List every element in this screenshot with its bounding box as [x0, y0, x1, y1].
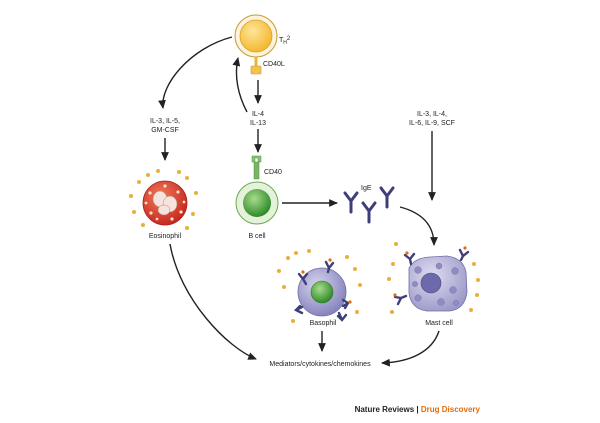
eosinophil-cell	[142, 180, 188, 226]
b-cell-cytokines-line1: IL-4	[252, 111, 264, 118]
mast-cell-cytokines-line2: IL-6, IL-9, SCF	[409, 120, 455, 127]
basophil-allergen	[301, 258, 352, 304]
arrow-ige-to-mast-cell	[399, 206, 438, 246]
th2-cell	[234, 14, 278, 58]
mast-cell-cytokines-line1: IL-3, IL-4,	[417, 111, 447, 118]
cd40l-label: CD40L	[263, 61, 285, 68]
arrow-eosinophil-to-mediators	[169, 243, 257, 360]
b-cell-cytokines-line2: IL-13	[250, 120, 266, 127]
mast-cell-bound-ige	[393, 248, 470, 306]
eosinophil-granules	[129, 169, 198, 230]
ige-antibodies	[343, 186, 395, 224]
journal-credit: Nature Reviews | Drug Discovery	[355, 405, 481, 414]
basophil-granules	[277, 249, 362, 323]
b-cell	[235, 181, 279, 225]
mast-cell	[408, 255, 468, 312]
arrows	[158, 36, 440, 367]
mast-cell-granules	[387, 242, 480, 314]
mediators-label: Mediators/cytokines/chemokines	[269, 361, 371, 368]
cd40l-ligand	[250, 57, 262, 75]
arrow-th2-to-eosinophil	[158, 36, 233, 109]
eosinophil-cytokines-line1: IL-3, IL-5,	[150, 118, 180, 125]
basophil-cell	[297, 267, 347, 317]
eosinophil-label: Eosinophil	[149, 233, 182, 240]
basophil-label: Basophil	[310, 320, 337, 327]
th2-label: TH2	[279, 36, 291, 46]
basophil-bound-ige	[293, 260, 350, 322]
arrow-b-cell-feedback-to-th2	[232, 57, 248, 113]
cd40-label: CD40	[264, 169, 282, 176]
cd40-receptor	[251, 155, 262, 180]
b-cell-label: B cell	[248, 233, 266, 240]
mast-cell-allergen	[393, 246, 467, 297]
mast-cell-label: Mast cell	[425, 320, 453, 327]
ige-label: IgE	[361, 185, 372, 192]
eosinophil-cytokines-line2: GM-CSF	[151, 127, 179, 134]
arrow-mast-cell-to-mediators	[381, 330, 440, 367]
